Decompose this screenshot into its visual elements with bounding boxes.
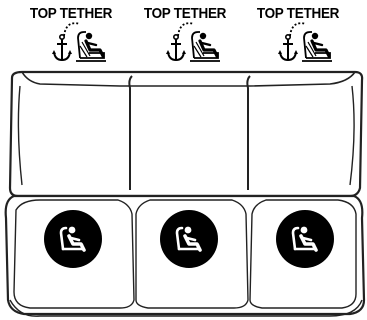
tether-icon-group-left xyxy=(52,23,106,61)
anchor-icon xyxy=(52,35,72,60)
anchor-icon xyxy=(166,35,186,60)
child-seat-icon xyxy=(302,32,332,61)
isofix-child-seat-icon-right xyxy=(276,210,334,268)
tether-icon-group-right xyxy=(278,23,332,61)
child-seat-icon xyxy=(76,32,106,61)
seat-back xyxy=(10,72,362,196)
isofix-child-seat-icon-center xyxy=(160,210,218,268)
anchor-icon xyxy=(278,35,298,60)
child-seat-icon xyxy=(190,32,220,61)
isofix-child-seat-icon-left xyxy=(44,210,102,268)
tether-icon-group-center xyxy=(166,23,220,61)
